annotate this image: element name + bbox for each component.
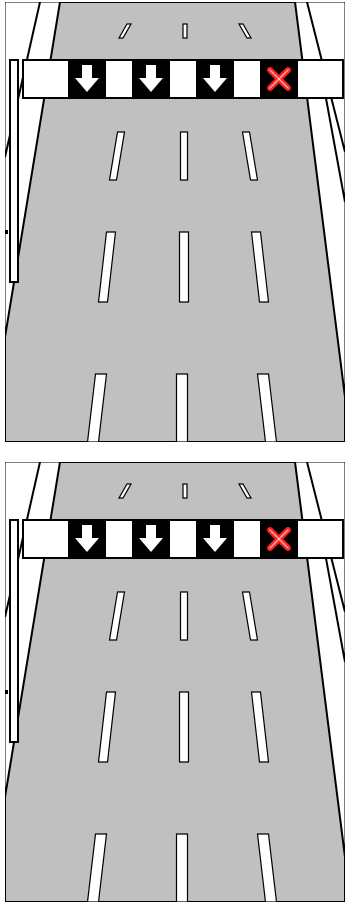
motorway-scene-panel-2	[5, 462, 345, 902]
lane-dash	[177, 374, 188, 442]
lane-dash	[183, 484, 187, 498]
down-arrow-icon	[132, 60, 170, 98]
lane-dash	[180, 232, 189, 302]
down-arrow-icon	[196, 520, 234, 558]
red-cross-icon	[260, 520, 298, 558]
lane-dash	[183, 24, 187, 38]
down-arrow-icon	[68, 60, 106, 98]
lane-dash	[180, 692, 189, 762]
motorway-scene-svg	[5, 2, 345, 442]
lane-dash	[177, 834, 188, 902]
post-bolt	[5, 690, 8, 694]
gantry-post-left	[10, 60, 18, 282]
gantry-post-left	[10, 520, 18, 742]
red-cross-icon	[260, 60, 298, 98]
down-arrow-icon	[196, 60, 234, 98]
motorway-scene-svg	[5, 462, 345, 902]
post-bolt	[5, 230, 8, 234]
motorway-scene-panel-1	[5, 2, 345, 442]
lane-dash	[181, 592, 188, 640]
down-arrow-icon	[68, 520, 106, 558]
down-arrow-icon	[132, 520, 170, 558]
lane-dash	[181, 132, 188, 180]
